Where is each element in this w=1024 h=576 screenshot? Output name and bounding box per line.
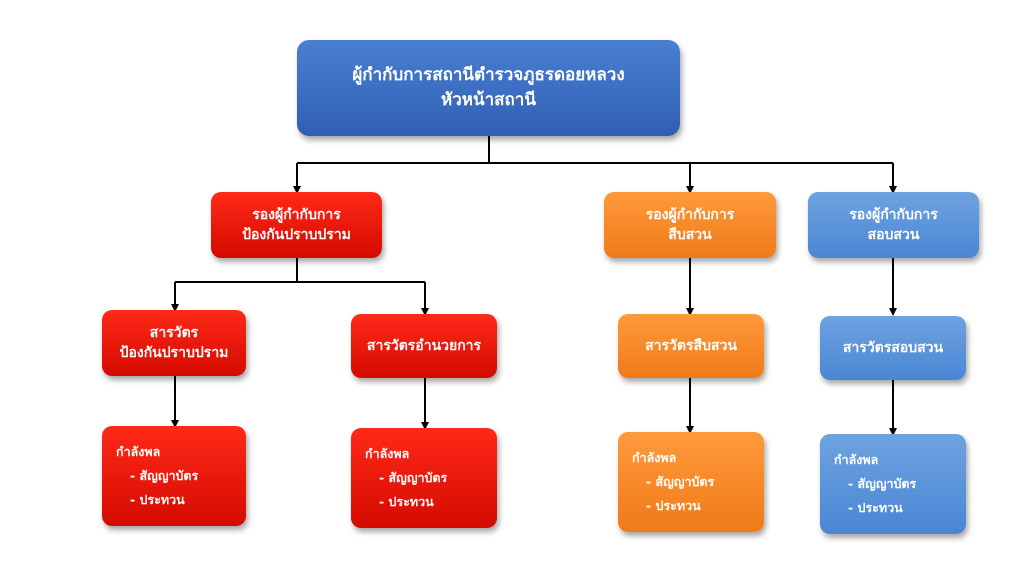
inspector-prevention-line1: สารวัตร [149,324,199,341]
manpower-item-noncommissioned: - ประทวน [848,499,903,515]
deputy-prevention-box: รองผู้กำกับการ ป้องกันปราบปราม [211,192,382,258]
inspector-inquiry-box: สารวัตรสอบสวน [820,316,966,380]
manpower-title: กำลังพล [834,452,879,468]
manpower-item-noncommissioned: - ประทวน [379,493,434,509]
deputy-investigation-box: รองผู้กำกับการ สืบสวน [604,192,776,258]
station-chief-title: ผู้กำกับการสถานีตำรวจภูธรดอยหลวง [352,65,625,86]
manpower-title: กำลังพล [365,446,410,462]
manpower-item-noncommissioned: - ประทวน [130,491,185,507]
inspector-prevention-box: สารวัตร ป้องกันปราบปราม [102,310,246,376]
inspector-investigation-box: สารวัตรสืบสวน [618,314,764,378]
station-chief-box: ผู้กำกับการสถานีตำรวจภูธรดอยหลวง หัวหน้า… [297,40,680,136]
deputy-inquiry-line2: สอบสวน [867,227,920,243]
manpower-item-commissioned: - สัญญาบัตร [130,468,199,484]
manpower-item-commissioned: - สัญญาบัตร [379,470,448,486]
inspector-investigation-label: สารวัตรสืบสวน [645,337,737,354]
manpower-item-noncommissioned: - ประทวน [646,497,701,513]
manpower-item-commissioned: - สัญญาบัตร [848,476,917,492]
manpower-title: กำลังพล [116,444,161,460]
manpower-title: กำลังพล [632,450,677,466]
manpower-inquiry-box: กำลังพล - สัญญาบัตร - ประทวน [820,434,966,534]
deputy-inquiry-box: รองผู้กำกับการ สอบสวน [808,192,979,258]
station-chief-subtitle: หัวหน้าสถานี [441,90,536,110]
deputy-investigation-line1: รองผู้กำกับการ [645,206,735,223]
manpower-item-commissioned: - สัญญาบัตร [646,474,715,490]
inspector-admin-box: สารวัตรอำนวยการ [351,314,497,378]
manpower-prevention-box: กำลังพล - สัญญาบัตร - ประทวน [102,426,246,526]
inspector-admin-label: สารวัตรอำนวยการ [366,337,482,354]
deputy-prevention-line1: รองผู้กำกับการ [252,206,341,223]
manpower-investigation-box: กำลังพล - สัญญาบัตร - ประทวน [618,432,764,532]
inspector-prevention-line2: ป้องกันปราบปราม [119,345,229,361]
deputy-inquiry-line1: รองผู้กำกับการ [849,206,938,223]
deputy-investigation-line2: สืบสวน [668,227,712,243]
manpower-admin-box: กำลังพล - สัญญาบัตร - ประทวน [351,428,497,528]
inspector-inquiry-label: สารวัตรสอบสวน [842,339,944,356]
deputy-prevention-line2: ป้องกันปราบปราม [242,227,351,243]
